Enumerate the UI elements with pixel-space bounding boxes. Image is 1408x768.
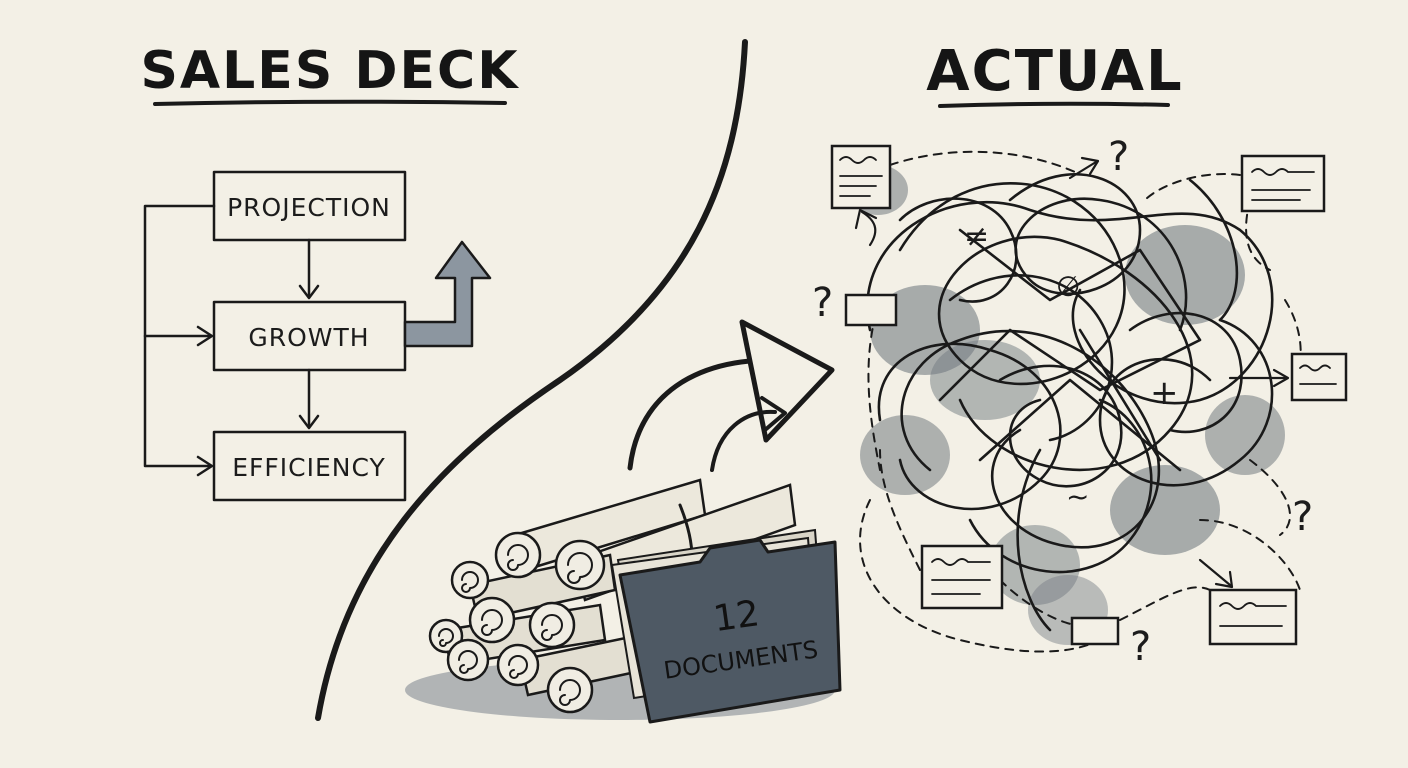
note-card-top-right [1240, 154, 1326, 213]
note-card-left [844, 293, 898, 327]
scroll-bundle [428, 478, 797, 714]
divider-curve [315, 39, 748, 721]
note-card-bottom [1070, 616, 1120, 646]
tangle-arrows [854, 156, 1290, 589]
growth-label: GROWTH [248, 323, 369, 352]
sales-deck-underline [153, 99, 507, 106]
document-folder: 12 DOCUMENTS [610, 528, 842, 724]
growth-up-arrow [403, 240, 492, 348]
curved-arrow-small [710, 409, 777, 472]
efficiency-label: EFFICIENCY [232, 453, 386, 482]
folder-count: 12 [711, 593, 762, 640]
plus-mark: + [1150, 373, 1179, 413]
note-card-bottom-left [920, 544, 1004, 610]
projection-label: PROJECTION [227, 193, 391, 222]
flow-arrows [143, 204, 320, 477]
question-mark-right: ? [1292, 494, 1313, 540]
tangled-lines [866, 173, 1274, 632]
actual-panel: ACTUAL [812, 39, 1348, 670]
note-cards [830, 144, 1348, 646]
actual-underline [938, 101, 1170, 108]
not-equal-mark: ≠ [964, 219, 989, 254]
question-mark-left: ? [812, 280, 833, 326]
sales-deck-title: SALES DECK [140, 41, 519, 101]
question-marks: ? ? ? ? [812, 134, 1313, 670]
sales-deck-panel: SALES DECK PROJECTION GROWTH EFFICIENCY [140, 41, 519, 502]
efficiency-box [212, 430, 407, 502]
squiggle-mark: ~ [1066, 480, 1089, 513]
empty-set-mark: ∅ [1056, 270, 1080, 303]
actual-title: ACTUAL [926, 39, 1183, 104]
question-mark-bottom: ? [1130, 624, 1151, 670]
note-card-right [1290, 352, 1348, 402]
question-mark-top: ? [1108, 134, 1129, 180]
note-card-bottom-right [1208, 588, 1298, 646]
note-card-top-left [830, 144, 892, 210]
documents-bundle: 12 DOCUMENTS [405, 319, 842, 724]
